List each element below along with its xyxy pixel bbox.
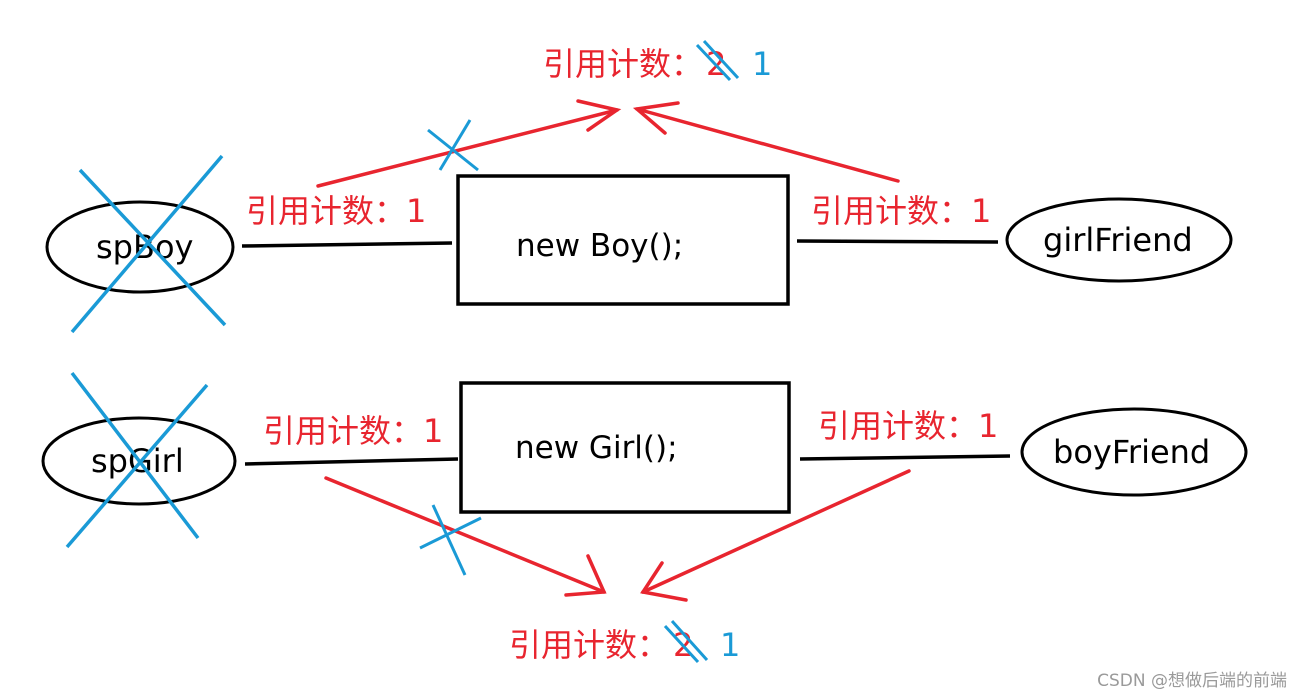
girlfriend-link-line	[796, 239, 999, 244]
bottom-refcount-new-value: 1	[720, 626, 740, 664]
spboy-cross	[70, 154, 227, 334]
spboy-link-line	[241, 241, 453, 248]
arrow-boy-to-top-count	[316, 108, 619, 188]
arrow-girlfriend-to-top-count-head	[632, 101, 680, 135]
arrow-boyfriend-to-bottom-count	[641, 469, 911, 594]
bottom-arrows	[324, 469, 911, 602]
boy-object-label: new Boy();	[516, 228, 683, 264]
arrow-boyfriend-to-bottom-count-head	[640, 561, 688, 602]
boyfriend-link-line	[799, 454, 1011, 461]
bottom-arrow-cut-mark	[419, 504, 482, 576]
top-refcount-strike	[695, 39, 740, 82]
boyfriend-label: boyFriend	[1053, 433, 1210, 471]
bottom-refcount-label: 引用计数：	[509, 626, 669, 664]
arrow-girlfriend-to-top-count	[635, 107, 900, 183]
boyfriend-refcount-label: 引用计数：1	[818, 407, 998, 445]
girlfriend-node	[1005, 197, 1233, 283]
top-arrows	[316, 99, 900, 188]
spboy-refcount-label: 引用计数：1	[246, 192, 426, 230]
spgirl-cross	[65, 371, 209, 549]
top-arrow-cut-mark	[427, 119, 479, 172]
girlfriend-label: girlFriend	[1043, 221, 1193, 259]
bottom-refcount-strike	[663, 619, 709, 664]
top-refcount-label: 引用计数：	[543, 45, 703, 83]
watermark: CSDN @想做后端的前端	[1097, 671, 1287, 691]
girlfriend-refcount-label: 引用计数：1	[811, 192, 991, 230]
spgirl-refcount-label: 引用计数：1	[263, 412, 443, 450]
spboy-node	[45, 200, 235, 294]
arrow-girl-to-bottom-count-head	[564, 554, 607, 597]
boyfriend-node	[1020, 407, 1248, 497]
arrow-girl-to-bottom-count	[324, 476, 606, 594]
spgirl-link-line	[244, 457, 459, 466]
boy-object-box	[456, 174, 790, 306]
girl-object-box	[459, 381, 791, 514]
top-refcount-new-value: 1	[752, 45, 772, 83]
arrow-boy-to-top-count-head	[576, 99, 622, 132]
spgirl-node	[41, 416, 237, 506]
girl-object-label: new Girl();	[515, 430, 678, 466]
